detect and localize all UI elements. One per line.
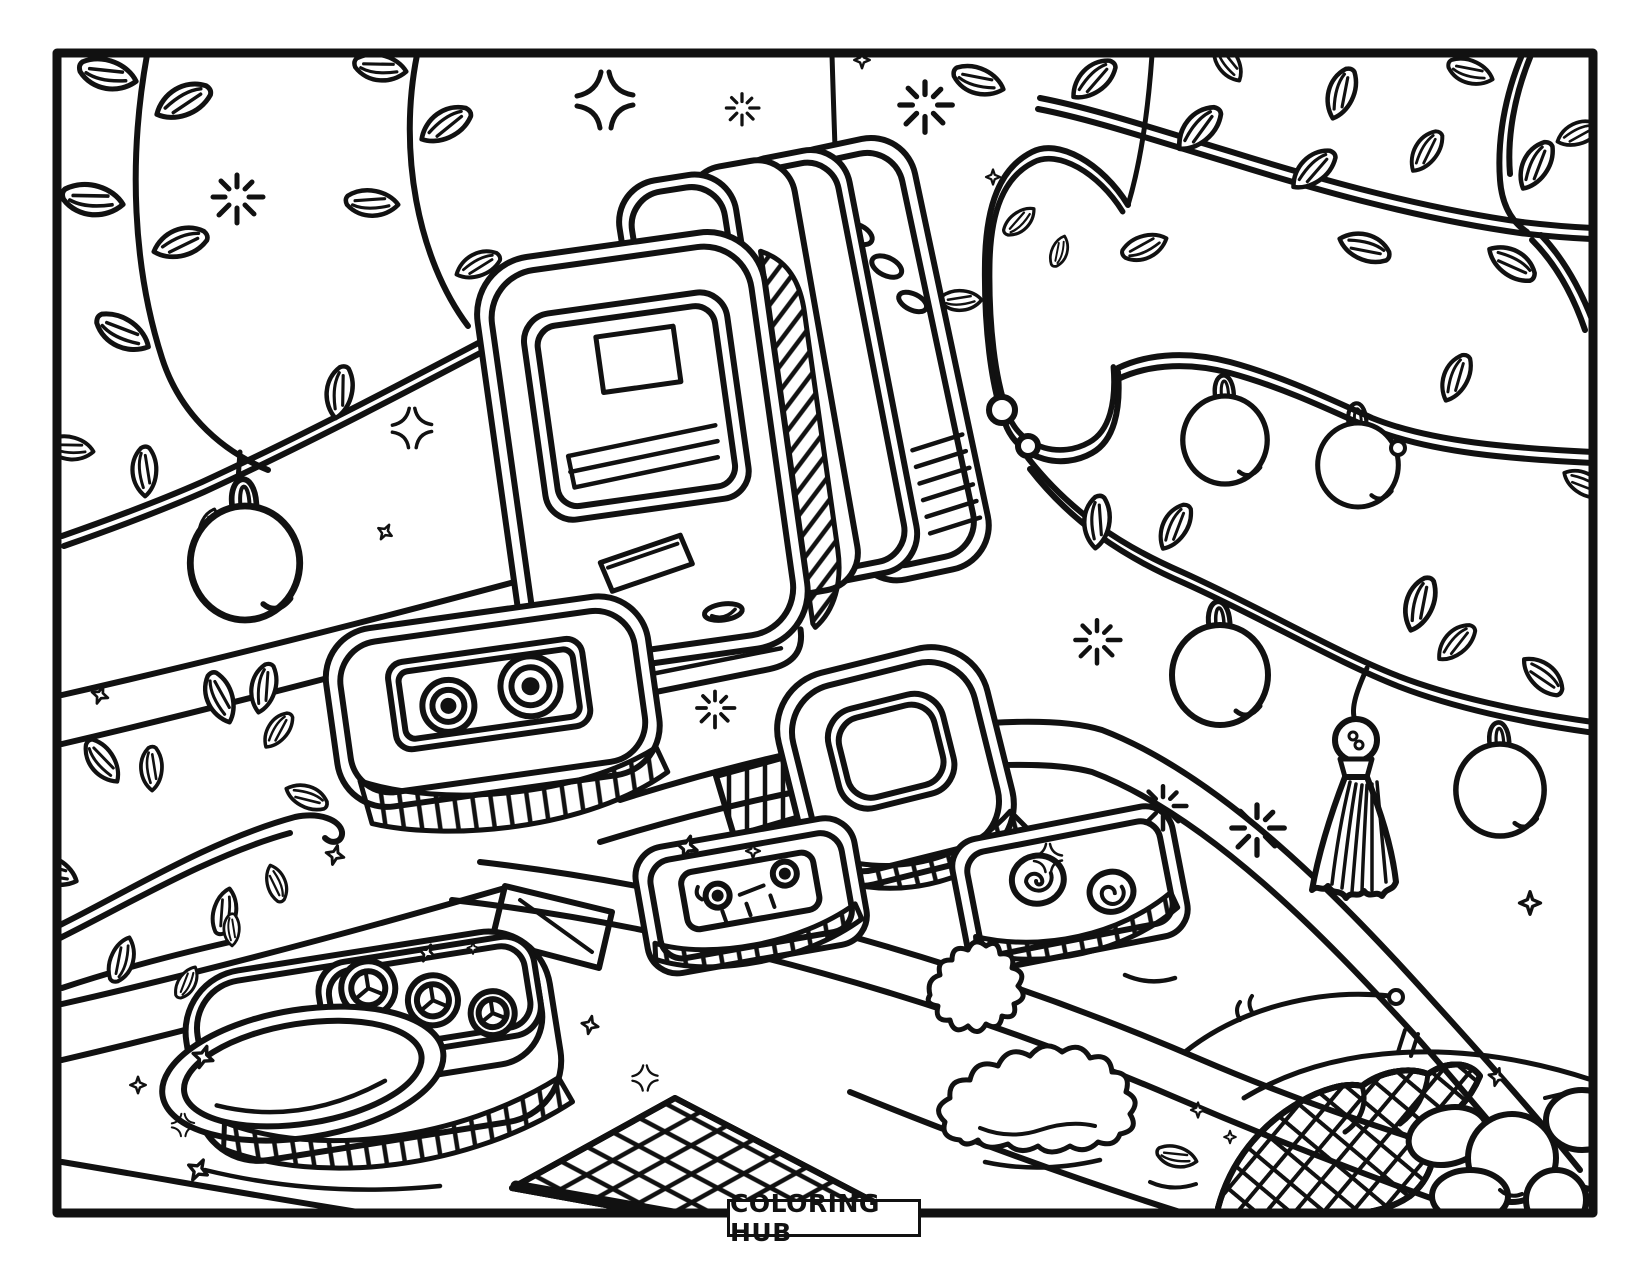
- knob-device: [159, 928, 576, 1171]
- string-and-loop-vine: [829, 53, 1593, 462]
- grid-mat: [509, 1095, 883, 1213]
- cassette-small: [632, 815, 870, 977]
- cassette-flat: [949, 803, 1191, 972]
- coloring-hub-label: COLORING HUB: [727, 1189, 921, 1247]
- ground-stroke: [1122, 972, 1178, 984]
- vine-bulb: [1015, 433, 1041, 459]
- knob: [467, 988, 518, 1039]
- footer-brand-text: COLORING HUB: [730, 1189, 880, 1247]
- macintosh-computer: [474, 229, 842, 710]
- vine-bulb: [986, 394, 1018, 426]
- flower-doodle: [925, 939, 1026, 1034]
- knob: [404, 972, 461, 1029]
- computer-rack: [474, 135, 992, 710]
- tassel-ornament: [1309, 665, 1399, 901]
- cloud-doodle: [936, 1043, 1138, 1170]
- floppy-slot: [597, 532, 695, 594]
- ground-stroke: [202, 1167, 443, 1192]
- branch-bottom-left: [57, 661, 345, 1004]
- upper-garland: [1115, 350, 1593, 507]
- cords: [1182, 988, 1593, 1101]
- pebbles: [1405, 1087, 1593, 1213]
- lower-garland: [1025, 455, 1593, 901]
- cassette-large: [322, 593, 671, 834]
- ground-stroke: [1148, 1180, 1198, 1190]
- plaid-cloth: [1215, 1061, 1483, 1213]
